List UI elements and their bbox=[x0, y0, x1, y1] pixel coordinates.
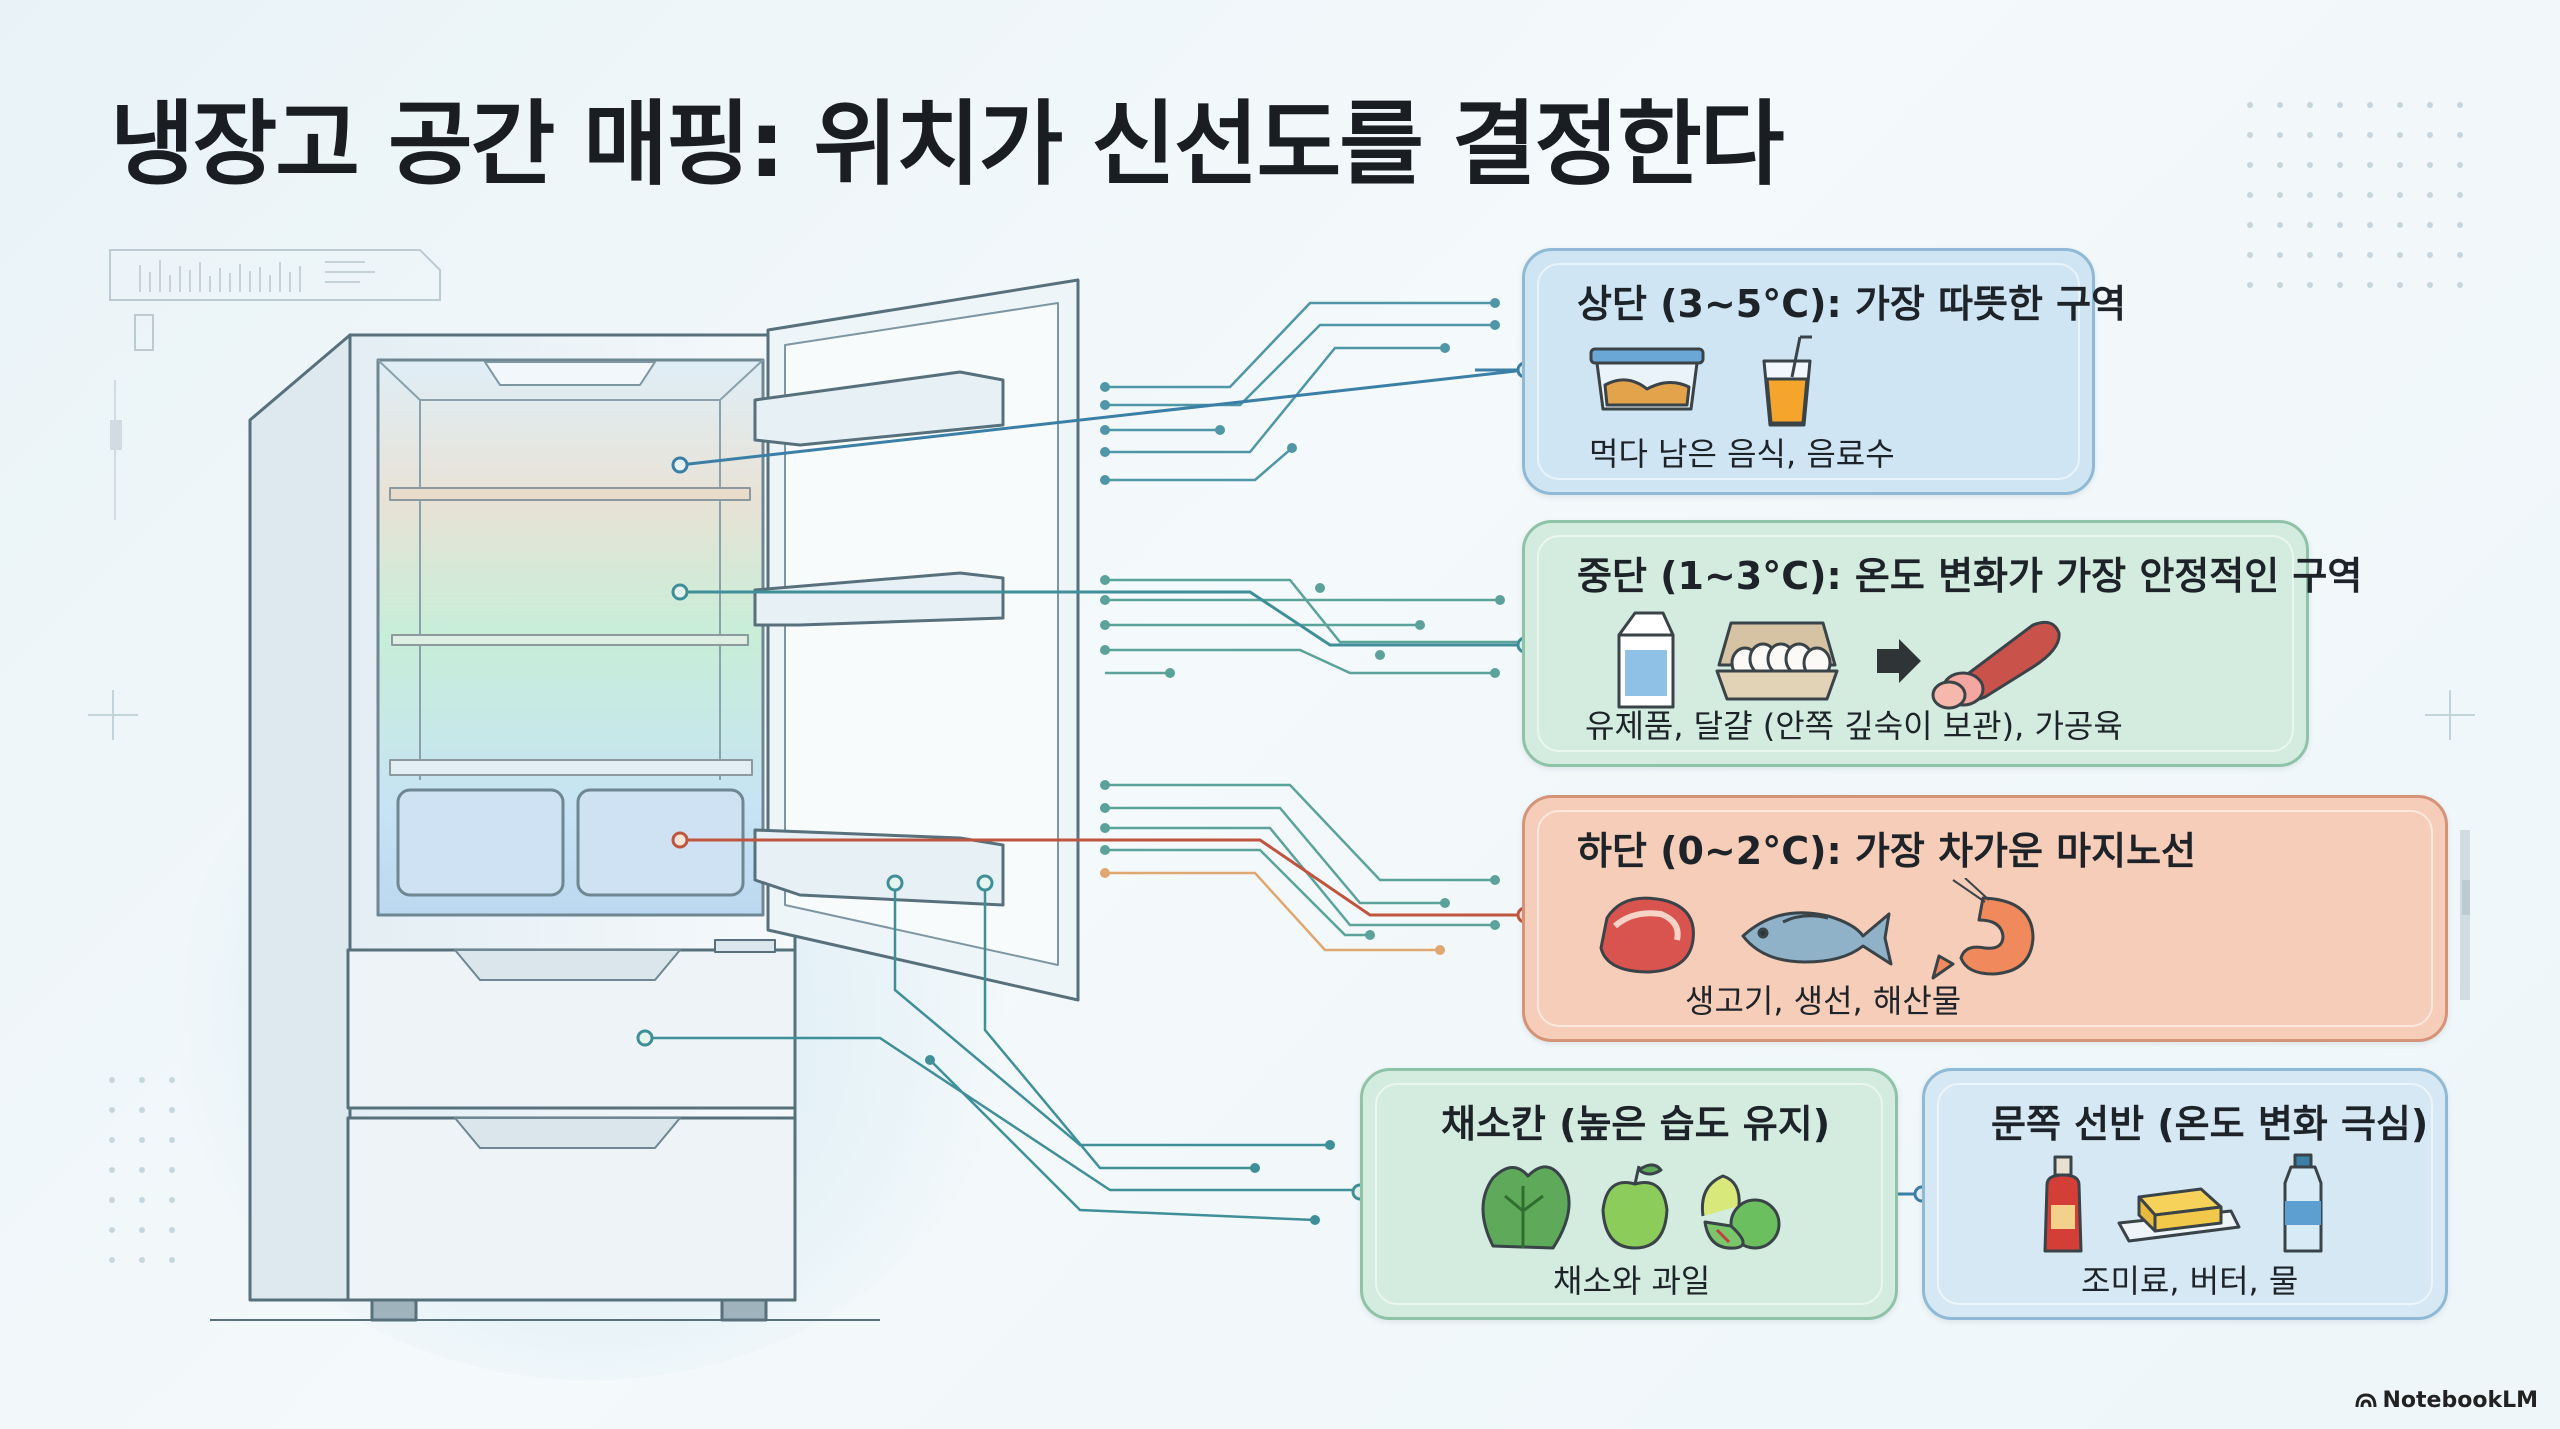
zone-door-caption: 조미료, 버터, 물 bbox=[2081, 1262, 2299, 1300]
zone-top-heading: 상단 (3~5°C): 가장 따뜻한 구역 bbox=[1577, 282, 2127, 326]
zone-middle-caption: 유제품, 달걀 (안쪽 깊숙이 보관), 가공육 bbox=[1585, 707, 2123, 745]
zone-door-heading: 문쪽 선반 (온도 변화 극심) bbox=[1991, 1102, 2429, 1146]
dot-grid-top-right bbox=[2247, 102, 2463, 288]
lettuce-icon bbox=[1481, 1165, 1571, 1250]
zone-card-middle: 중단 (1~3°C): 온도 변화가 가장 안정적인 구역 유제품, 달걀 (안… bbox=[1522, 520, 2362, 767]
sausage-icon bbox=[1931, 620, 2061, 710]
arrow-right-icon bbox=[1877, 639, 1921, 683]
page-title: 냉장고 공간 매핑: 위치가 신선도를 결정한다 bbox=[110, 91, 1784, 198]
fridge bbox=[210, 278, 1080, 1322]
milk-carton-icon bbox=[1617, 611, 1675, 709]
connector-bottom-main bbox=[680, 838, 1525, 917]
butter-icon bbox=[2117, 1187, 2241, 1243]
zone-card-vegetable: 채소칸 (높은 습도 유지) 채소와 과일 bbox=[1360, 1068, 1898, 1320]
leftover-container-icon bbox=[1589, 347, 1705, 411]
steak-icon bbox=[1599, 896, 1695, 974]
notebooklm-logo-icon bbox=[2355, 1392, 2377, 1407]
shrimp-icon bbox=[1931, 878, 2035, 980]
zone-top-caption: 먹다 남은 음식, 음료수 bbox=[1589, 435, 1895, 473]
spec-sheet-decoration bbox=[109, 249, 441, 520]
crosshair-decorations bbox=[88, 690, 2475, 740]
connectors-vegetable bbox=[645, 883, 1360, 1222]
water-bottle-icon bbox=[2283, 1153, 2323, 1253]
zone-middle-heading: 중단 (1~3°C): 온도 변화가 가장 안정적인 구역 bbox=[1577, 554, 2363, 598]
dot-grid-bottom-left bbox=[109, 1077, 175, 1263]
zone-card-top: 상단 (3~5°C): 가장 따뜻한 구역 먹다 남은 음식, 음료수 bbox=[1522, 248, 2126, 495]
brand-name: NotebookLM bbox=[2382, 1388, 2538, 1413]
connector-dots-top bbox=[1100, 298, 1500, 485]
connector-top-main bbox=[679, 368, 1526, 467]
zone-card-door: 문쪽 선반 (온도 변화 극심) 조미료, 버터, 물 bbox=[1922, 1068, 2448, 1320]
edge-bar-decoration bbox=[2460, 830, 2470, 1000]
zone-vegetable-heading: 채소칸 (높은 습도 유지) bbox=[1441, 1102, 1831, 1146]
brand-label: NotebookLM bbox=[2355, 1388, 2538, 1413]
zone-vegetable-caption: 채소와 과일 bbox=[1553, 1262, 1711, 1300]
zone-bottom-heading: 하단 (0~2°C): 가장 차가운 마지노선 bbox=[1577, 829, 2197, 873]
connector-middle-main bbox=[680, 590, 1525, 647]
fruit-icon bbox=[1700, 1174, 1781, 1250]
apple-icon bbox=[1601, 1163, 1669, 1250]
connectors-top bbox=[1105, 301, 1495, 482]
ketchup-icon bbox=[2043, 1155, 2083, 1253]
juice-glass-icon bbox=[1762, 335, 1812, 427]
zone-bottom-caption: 생고기, 생선, 해산물 bbox=[1685, 982, 1962, 1020]
egg-carton-icon bbox=[1715, 621, 1839, 701]
fish-icon bbox=[1741, 911, 1893, 966]
zone-card-bottom: 하단 (0~2°C): 가장 차가운 마지노선 생고기, 생선, 해산물 bbox=[1522, 795, 2448, 1042]
connectors-middle bbox=[1105, 578, 1525, 675]
connectors-bottom bbox=[1105, 783, 1495, 937]
